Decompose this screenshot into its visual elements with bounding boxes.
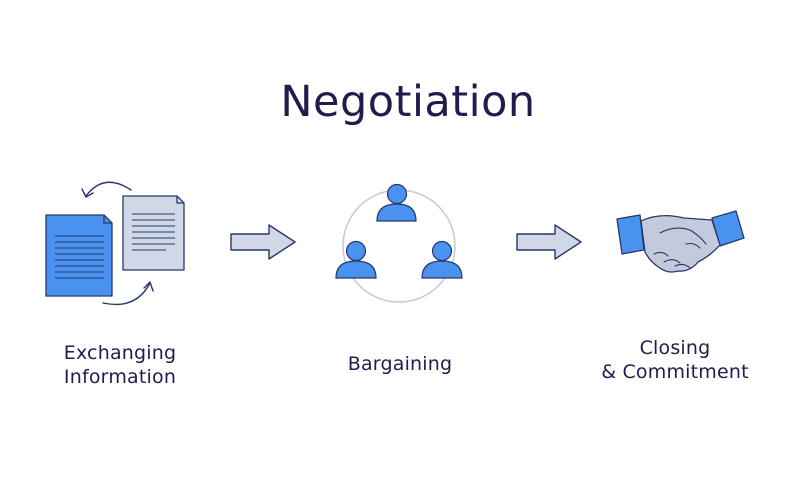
- right-arrow-icon: [516, 224, 582, 260]
- step-label-line: Information: [63, 366, 177, 388]
- documents-exchange-icon: [45, 181, 185, 306]
- people-circle-icon: [335, 183, 463, 303]
- step-label-closing-commitment: Closing & Commitment: [590, 336, 760, 384]
- step-label-line: Bargaining: [347, 353, 453, 375]
- handshake-icon: [616, 210, 745, 273]
- step-label-exchanging-information: Exchanging Information: [30, 341, 210, 389]
- step-label-line: Exchanging: [63, 342, 177, 364]
- step-label-line: & Commitment: [601, 361, 749, 383]
- diagram-title: Negotiation: [280, 77, 536, 127]
- step-label-bargaining: Bargaining: [320, 352, 480, 376]
- right-arrow-icon: [230, 224, 296, 260]
- step-label-line: Closing: [639, 337, 711, 359]
